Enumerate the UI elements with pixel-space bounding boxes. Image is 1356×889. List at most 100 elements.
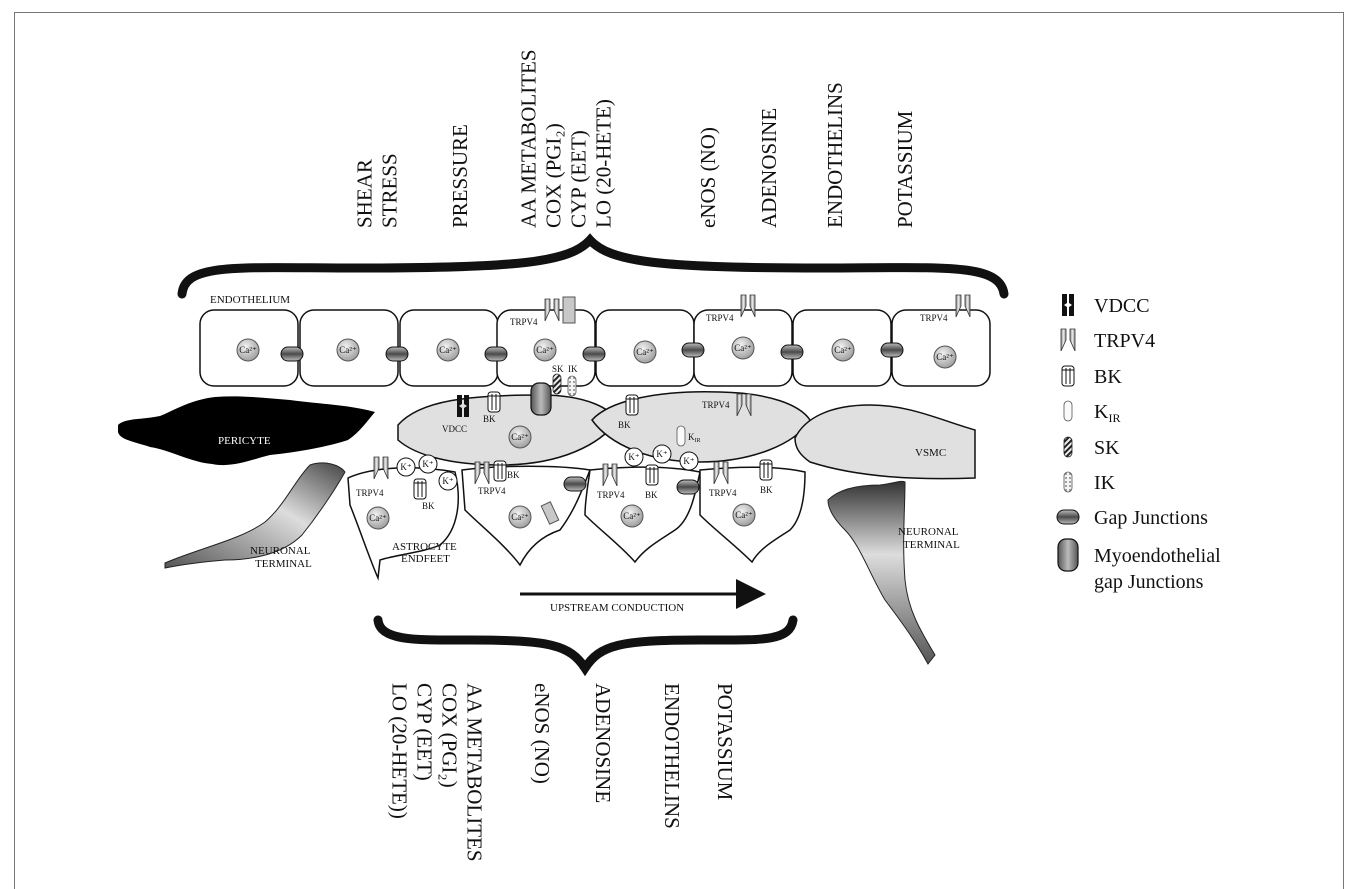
pericyte — [118, 396, 375, 465]
gap-junction — [564, 477, 586, 491]
trpv4-label: TRPV4 — [356, 488, 384, 498]
bk-label: BK — [645, 490, 658, 500]
svg-text:Ca²⁺: Ca²⁺ — [735, 510, 753, 520]
trpv4-label: TRPV4 — [510, 317, 538, 327]
bottom-label: ENDOTHELINS — [660, 683, 684, 829]
astrocyte-label-2: ENDFEET — [401, 553, 450, 565]
vsmc-label: VSMC — [915, 447, 946, 459]
bk-channel — [488, 392, 500, 412]
calcium-ion: Ca²⁺ — [509, 426, 531, 448]
svg-text:Ca²⁺: Ca²⁺ — [734, 343, 752, 353]
gap-junction — [677, 480, 699, 494]
calcium-ion: Ca²⁺ — [732, 337, 754, 359]
upstream-conduction-label: UPSTREAM CONDUCTION — [550, 602, 684, 614]
trpv4-label: TRPV4 — [709, 488, 737, 498]
svg-text:Ca²⁺: Ca²⁺ — [511, 432, 529, 442]
trpv4-label: TRPV4 — [702, 400, 730, 410]
top-label: eNOS (NO) — [696, 127, 720, 228]
bk-channel — [626, 395, 638, 415]
gap-junction — [881, 343, 903, 357]
calcium-ion: Ca²⁺ — [367, 507, 389, 529]
bottom-label: AA METABOLITES — [463, 683, 487, 862]
neuronal-terminal-right-label-2: TERMINAL — [903, 539, 960, 551]
gap-junction-icon — [1057, 510, 1079, 524]
bk-channel — [494, 461, 506, 481]
pericyte-label: PERICYTE — [218, 435, 271, 447]
top-label: AA METABOLITES — [517, 49, 541, 228]
bottom-label: POTASSIUM — [713, 683, 737, 801]
neuronal-terminal-right — [828, 481, 935, 664]
top-label: PRESSURE — [448, 124, 472, 228]
top-label: ENDOTHELINS — [823, 82, 847, 228]
bk-label: BK — [618, 420, 631, 430]
gap-junction — [485, 347, 507, 361]
top-label: STRESS — [378, 153, 402, 228]
astrocyte-label-1: ASTROCYTE — [392, 541, 457, 553]
top-label: ADENOSINE — [757, 108, 781, 228]
bk-icon — [1062, 366, 1074, 386]
vsmc-cell-1 — [398, 395, 618, 465]
legend-label: BK — [1094, 366, 1122, 388]
calcium-ion: Ca²⁺ — [621, 505, 643, 527]
svg-text:Ca²⁺: Ca²⁺ — [834, 345, 852, 355]
potassium-ion: K⁺ — [397, 458, 415, 476]
bk-label: BK — [422, 501, 435, 511]
legend-label: KIR — [1094, 401, 1120, 425]
sk-label: SK — [552, 364, 564, 374]
gap-junction — [682, 343, 704, 357]
ik-label: IK — [568, 364, 578, 374]
svg-text:Ca²⁺: Ca²⁺ — [511, 512, 529, 522]
trpv4-label: TRPV4 — [597, 490, 625, 500]
neuronal-terminal-right-label-1: NEURONAL — [898, 526, 959, 538]
potassium-ion: K⁺ — [439, 472, 457, 490]
calcium-ion: Ca²⁺ — [832, 339, 854, 361]
kir-icon — [1064, 401, 1072, 421]
endothelium-label: ENDOTHELIUM — [210, 294, 290, 306]
legend-label: Myoendothelial — [1094, 545, 1221, 567]
svg-text:K⁺: K⁺ — [683, 456, 694, 466]
calcium-ion: Ca²⁺ — [634, 341, 656, 363]
potassium-ion: K⁺ — [625, 448, 643, 466]
svg-text:K⁺: K⁺ — [656, 449, 667, 459]
svg-text:Ca²⁺: Ca²⁺ — [536, 345, 554, 355]
calcium-ion: Ca²⁺ — [733, 504, 755, 526]
trpv4-icon — [1061, 329, 1075, 351]
myoendothelial-gap-junction-icon — [1058, 539, 1078, 571]
potassium-ion: K⁺ — [680, 452, 698, 470]
calcium-ion: Ca²⁺ — [509, 506, 531, 528]
bottom-label: COX (PGI₂) — [438, 683, 462, 788]
neuronal-terminal-left-label-2: TERMINAL — [255, 558, 312, 570]
receptor-block — [563, 297, 575, 323]
vdcc-icon — [1062, 294, 1074, 316]
myoendothelial-gap-junction — [531, 383, 551, 415]
bk-channel — [760, 460, 772, 480]
bk-label: BK — [507, 470, 520, 480]
kir-channel — [677, 426, 685, 446]
calcium-ion: Ca²⁺ — [237, 339, 259, 361]
top-label: POTASSIUM — [893, 110, 917, 228]
svg-text:K⁺: K⁺ — [400, 462, 411, 472]
trpv4-label: TRPV4 — [478, 486, 506, 496]
svg-text:Ca²⁺: Ca²⁺ — [936, 352, 954, 362]
sk-icon — [1064, 437, 1072, 457]
bottom-brace — [378, 620, 793, 668]
ik-icon — [1064, 472, 1072, 492]
top-label: SHEAR — [353, 159, 377, 228]
legend-label: IK — [1094, 472, 1116, 494]
gap-junction — [583, 347, 605, 361]
legend-label: Gap Junctions — [1094, 507, 1208, 529]
bk-label: BK — [483, 414, 496, 424]
bottom-label: eNOS (NO) — [530, 683, 554, 784]
vdcc-label: VDCC — [442, 424, 467, 434]
potassium-ion: K⁺ — [419, 455, 437, 473]
svg-text:K⁺: K⁺ — [422, 459, 433, 469]
legend-label: TRPV4 — [1094, 330, 1155, 352]
calcium-ion: Ca²⁺ — [934, 346, 956, 368]
legend-label: gap Junctions — [1094, 571, 1204, 593]
legend-label: VDCC — [1094, 295, 1150, 317]
neuronal-terminal-left-label-1: NEURONAL — [250, 545, 311, 557]
svg-text:Ca²⁺: Ca²⁺ — [439, 345, 457, 355]
top-brace — [182, 240, 1004, 294]
potassium-ion: K⁺ — [653, 445, 671, 463]
